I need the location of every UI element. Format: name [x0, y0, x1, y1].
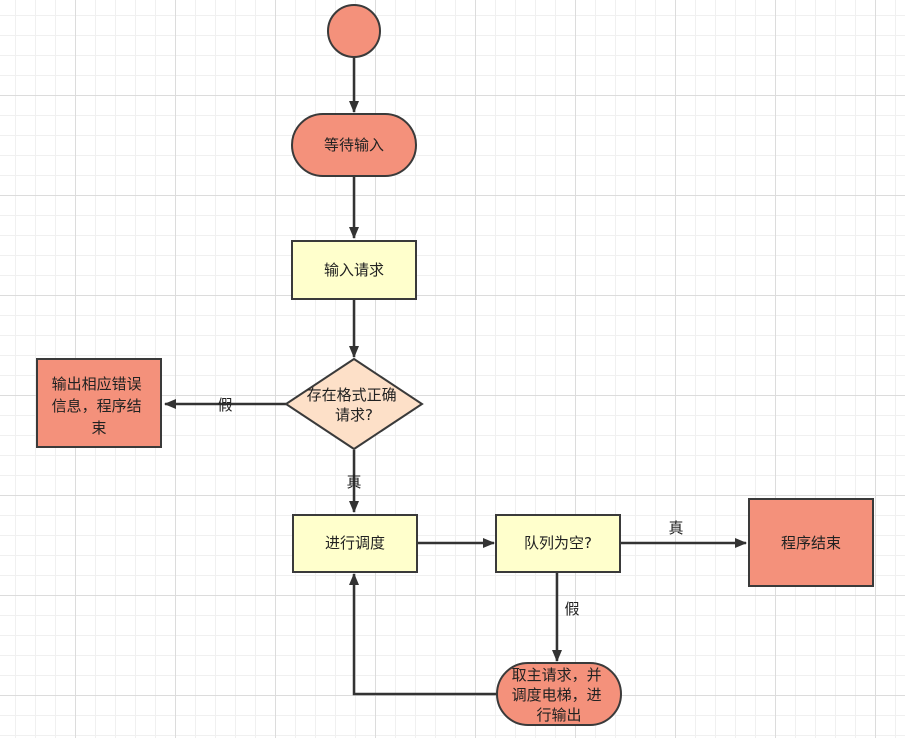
node-format-check-line-1: 存在格式正确 [307, 386, 397, 404]
node-format-check[interactable]: 存在格式正确 请求? [284, 357, 424, 451]
node-output-error-line-1: 输出相应错误 [52, 375, 142, 393]
label-queue-false: 假 [564, 600, 579, 618]
node-schedule-label: 进行调度 [325, 534, 385, 552]
node-output-error-line-2: 信息，程序结 [52, 397, 142, 415]
node-take-request-line-2: 调度电梯，进 [512, 686, 602, 704]
label-format-false: 假 [217, 396, 232, 414]
node-output-error[interactable]: 输出相应错误 信息，程序结 束 [36, 358, 162, 448]
node-program-end-label: 程序结束 [781, 534, 841, 552]
node-output-error-text: 输出相应错误 信息，程序结 束 [52, 375, 147, 437]
node-format-check-line-2: 请求? [335, 406, 373, 424]
node-take-request-line-3: 行输出 [536, 706, 581, 724]
node-queue-empty[interactable]: 队列为空? [495, 514, 621, 573]
node-wait-input-label: 等待输入 [324, 136, 384, 154]
node-program-end[interactable]: 程序结束 [748, 498, 874, 587]
label-queue-true: 真 [668, 519, 683, 537]
edge-take-to-schedule [349, 573, 497, 696]
node-take-request-text: 取主请求，并 调度电梯，进 行输出 [512, 666, 607, 724]
edges [164, 57, 747, 696]
node-input-request-label: 输入请求 [324, 261, 384, 279]
label-format-true: 真 [346, 473, 361, 491]
node-input-request[interactable]: 输入请求 [291, 240, 417, 300]
node-output-error-line-3: 束 [91, 419, 106, 437]
node-take-request[interactable]: 取主请求，并 调度电梯，进 行输出 [496, 662, 622, 726]
node-wait-input[interactable]: 等待输入 [291, 113, 417, 177]
node-take-request-line-1: 取主请求，并 [512, 666, 602, 684]
node-queue-empty-label: 队列为空? [524, 534, 592, 552]
node-format-check-text: 存在格式正确 请求? [307, 386, 402, 424]
node-schedule[interactable]: 进行调度 [292, 514, 418, 573]
start-node[interactable] [327, 4, 381, 58]
